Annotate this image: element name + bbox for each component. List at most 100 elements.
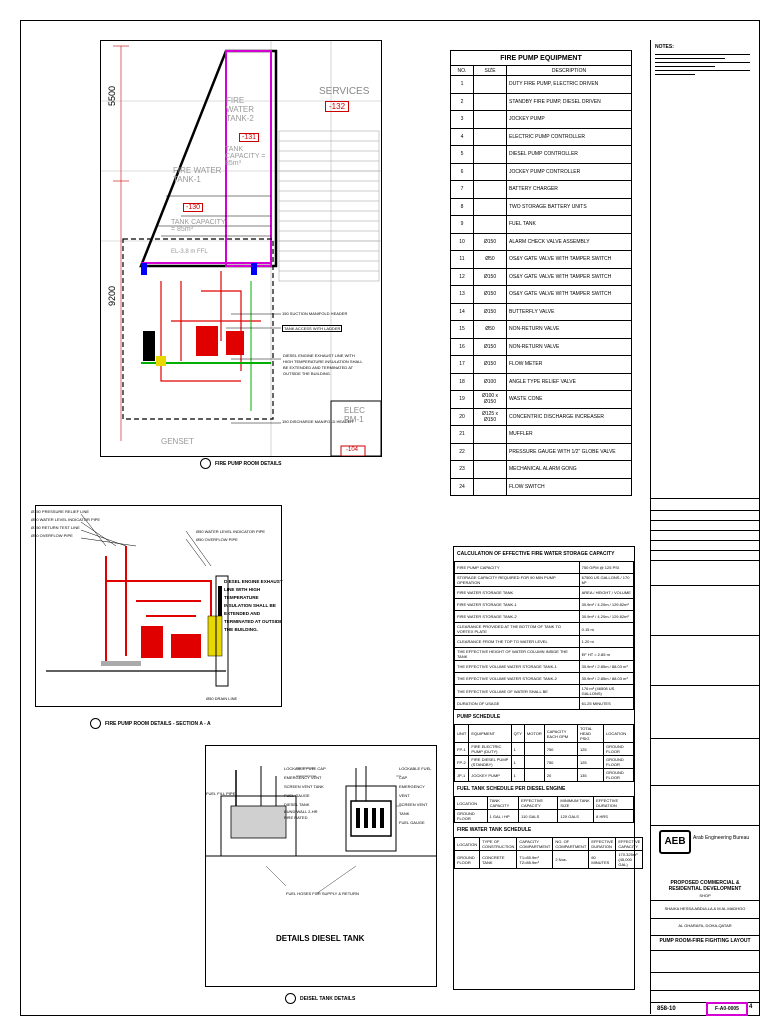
diesel-tank-view: FUEL FILL PIPE FUEL HOSES FOR SUPPLY & R…	[205, 745, 437, 987]
notes-title: NOTES:	[655, 44, 674, 50]
calculation-panel: CALCULATION OF EFFECTIVE FIRE WATER STOR…	[453, 546, 644, 990]
fire-pump-equipment-table: FIRE PUMP EQUIPMENT NO. SIZE DESCRIPTION…	[450, 50, 632, 496]
row-no: 5	[450, 145, 474, 164]
row-size	[473, 127, 507, 146]
table-cell: 135	[576, 768, 605, 782]
title-block: NOTES: AEB Arab Engineering Bureau PROPO…	[650, 40, 759, 1016]
note-exhaust: DIESEL ENGINE EXHAUST LINE WITH HIGH TEM…	[283, 353, 363, 376]
genset-label: GENSET	[161, 437, 194, 446]
row-no: 23	[450, 460, 474, 479]
section-drain-label: Ø50 DRAIN LINE	[206, 696, 238, 701]
table-header-cell: TANK CAPACITY	[486, 796, 520, 810]
row-no: 17	[450, 355, 474, 374]
drawing-title: PUMP ROOM-FIRE FIGHTING LAYOUT	[659, 938, 751, 944]
fuel-schedule-title: FUEL TANK SCHEDULE PER DIESEL ENGINE	[457, 786, 566, 792]
table-header-cell: QTY	[510, 724, 525, 743]
company-name: Arab Engineering Bureau	[693, 835, 750, 841]
owner-name: SHAIKA HESSA ABDULLA & M AL MADHGO	[664, 906, 746, 911]
screen-vent-label: SCREEN VENT TANK	[284, 784, 324, 789]
lockable-fuel-cap-label-2: LOCKABLE FUEL CAP	[399, 766, 432, 780]
row-no: 11	[450, 250, 474, 269]
table-row: THE EFFECTIVE VOLUME WATER STORAGE TANK-…	[454, 660, 635, 673]
row-size: Ø150	[473, 355, 507, 374]
row-size: Ø150	[473, 302, 507, 321]
section-exhaust-note: DIESEL ENGINE EXHAUST LINE WITH HIGH TEM…	[224, 579, 283, 632]
row-no: 21	[450, 425, 474, 444]
table-cell: FP-2	[453, 755, 470, 769]
section-drawing	[46, 513, 229, 687]
row-description: CONCENTRIC DISCHARGE INCREASER	[506, 407, 632, 426]
elec-room-tag: -104	[346, 447, 359, 453]
table-header-cell: NO. OF COMPARTMENT	[552, 837, 590, 851]
table-cell: 120 GALS	[557, 809, 595, 823]
table-row: THE EFFECTIVE HEIGHT OF WATER COLUMN INS…	[454, 647, 635, 661]
plan-view: 5500 9200 SERVICES -132 FIRE WATER TANK-…	[100, 40, 382, 457]
table-header-cell: UNIT	[453, 724, 470, 743]
row-description: NON-RETURN VALVE	[506, 320, 632, 339]
table-cell: FIRE DIESEL PUMP (STANDBY)	[468, 755, 512, 769]
section-marker-icon	[285, 993, 296, 1004]
row-description: PRESSURE GAUGE WITH 1/2" GLOBE VALVE	[506, 442, 632, 461]
table-cell: GROUND FLOOR	[603, 742, 634, 756]
row-size	[473, 425, 507, 444]
note-suction-manifold: 150 SUCTION MANIFOLD HEADER	[282, 311, 348, 316]
table-cell: 750	[543, 755, 578, 769]
calc-label: FIRE PUMP CAPACITY	[454, 561, 580, 574]
equipment-table-title: FIRE PUMP EQUIPMENT	[450, 50, 632, 66]
row-description: MUFFLER	[506, 425, 632, 444]
table-cell	[523, 755, 545, 769]
row-description: OS&Y GATE VALVE WITH TAMPER SWITCH	[506, 267, 632, 286]
table-cell: JOCKEY PUMP	[468, 768, 512, 782]
row-description: BUTTERFLY VALVE	[506, 302, 632, 321]
table-row: STORAGE CAPACITY REQUIRED FOR 90 MIN PUM…	[454, 573, 635, 587]
table-cell: 1	[510, 742, 525, 756]
table-cell: FIRE ELECTRIC PUMP (DUTY)	[468, 742, 512, 756]
row-no: 13	[450, 285, 474, 304]
calc-value: 176 m³ (46508 US GALLONS)	[578, 684, 635, 698]
table-row: THE EFFECTIVE VOLUME WATER STORAGE TANK-…	[454, 672, 635, 685]
calc-label: THE EFFECTIVE VOLUME WATER STORAGE TANK-…	[454, 672, 580, 685]
emergency-vent-label: EMERGENCY VENT	[284, 775, 322, 780]
calc-label: CLEARANCE FROM THE TOP TO WATER LEVEL	[454, 635, 580, 648]
row-no: 3	[450, 110, 474, 129]
row-size	[473, 110, 507, 129]
row-no: 24	[450, 477, 474, 496]
fuel-fill-pipe-label: FUEL FILL PIPE	[206, 791, 236, 796]
row-no: 20	[450, 407, 474, 426]
table-cell: 750	[543, 742, 578, 756]
row-no: 19	[450, 390, 474, 409]
bund-wall-label: BUND WALL 2-HR FIRE RATED	[284, 809, 318, 820]
table-cell: 20	[543, 768, 578, 782]
calc-label: STORAGE CAPACITY REQUIRED FOR 90 MIN PUM…	[454, 573, 580, 587]
table-header-cell: MINIMUM TANK SIZE	[557, 796, 595, 810]
row-size: Ø125 x Ø150	[473, 407, 507, 426]
table-cell: 2 Nos.	[552, 850, 590, 869]
dim-mid: 9200	[107, 285, 117, 306]
row-no: 4	[450, 127, 474, 146]
table-cell: GROUND FLOOR	[454, 809, 488, 823]
row-size	[473, 180, 507, 199]
row-size: Ø100	[473, 372, 507, 391]
calc-label: DURATION OF USAGE	[454, 697, 580, 710]
row-no: 15	[450, 320, 474, 339]
row-size	[473, 145, 507, 164]
table-header-cell: EFFECTIVE DURATION	[588, 837, 617, 851]
row-description: JOCKEY PUMP CONTROLLER	[506, 162, 632, 181]
row-size	[473, 197, 507, 216]
diesel-tank-drawing	[206, 766, 436, 895]
section-label-right-2: Ø50 OVERFLOW PIPE	[196, 537, 238, 542]
tank2-tag: -131	[239, 133, 260, 142]
row-no: 7	[450, 180, 474, 199]
